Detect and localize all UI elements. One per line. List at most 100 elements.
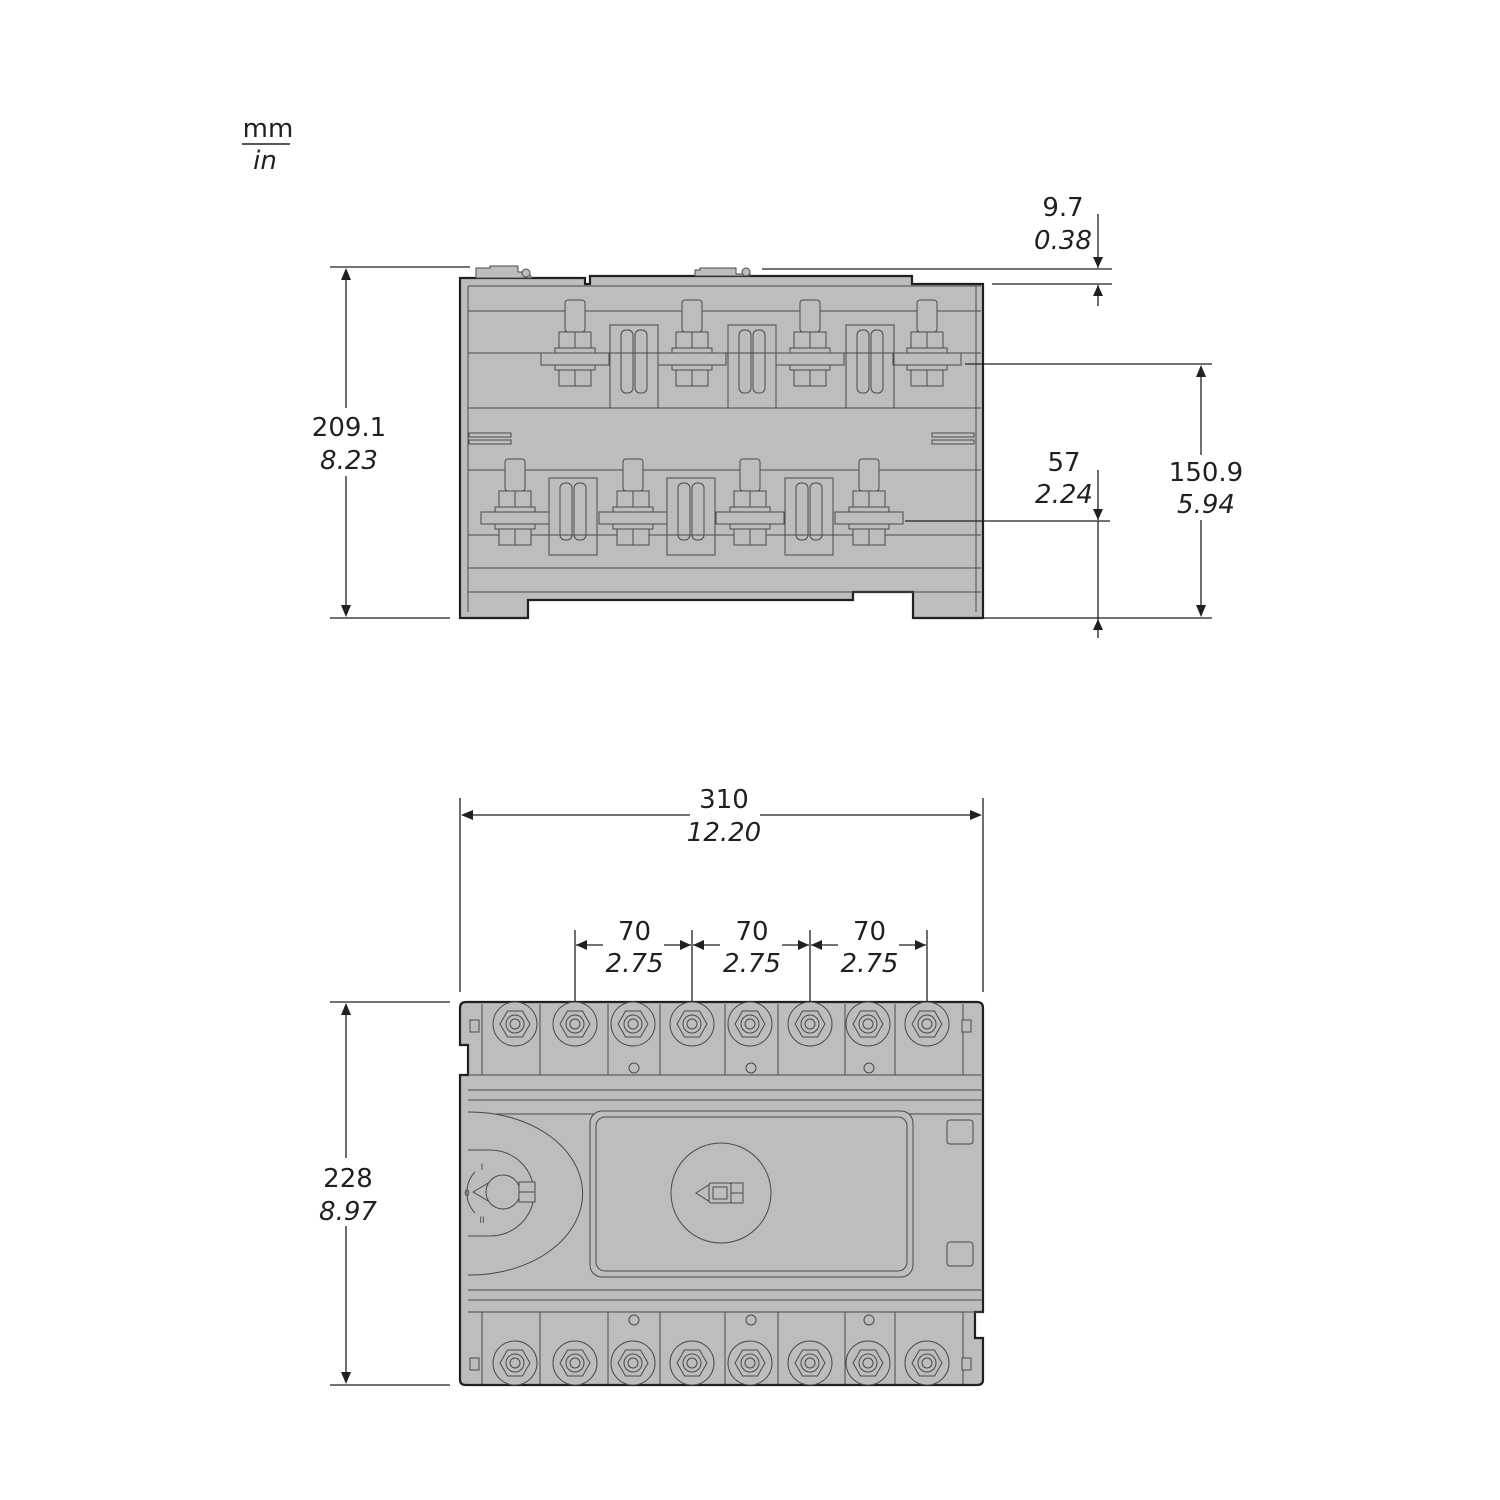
spring-leaf [809, 482, 823, 541]
spring-leaf [573, 482, 587, 541]
screw-center [509, 1018, 521, 1030]
bolt-stud [739, 458, 761, 492]
spring-leaf [691, 482, 705, 541]
side-view [458, 265, 985, 620]
terminal-bolt [480, 458, 550, 546]
screw-center [686, 1357, 698, 1369]
busbar [480, 511, 550, 525]
nut [616, 528, 634, 546]
nut [793, 331, 811, 349]
position-label-II: II [479, 1216, 484, 1226]
dim-value-mm: 209.1 [312, 413, 386, 443]
washer [848, 523, 890, 530]
terminal-screw [904, 1001, 950, 1047]
nut [514, 490, 532, 508]
nut [558, 369, 576, 387]
top-clip-left [475, 265, 533, 279]
screw-center [627, 1357, 639, 1369]
clip-hinge-right [741, 267, 751, 277]
busbar [657, 352, 727, 366]
bolt-stud [799, 299, 821, 333]
front-view-panel-lines [468, 1004, 983, 1384]
nut [926, 331, 944, 349]
washer [906, 347, 948, 354]
spring-leaf [752, 329, 766, 394]
front-view: I 0 II [458, 1000, 985, 1387]
nut [632, 490, 650, 508]
spring-frame [784, 477, 834, 556]
nut [675, 331, 693, 349]
top-clip-right [694, 267, 751, 277]
nut [910, 369, 928, 387]
nut [498, 490, 516, 508]
terminal-screw [610, 1340, 656, 1386]
washer [729, 506, 771, 513]
dim-value-in: 2.75 [606, 949, 664, 979]
dim-value-in: 2.75 [723, 949, 781, 979]
mounting-slot [469, 1019, 480, 1033]
dim-value-in: 8.23 [320, 446, 378, 476]
spring-leaf [634, 329, 648, 394]
nut [926, 369, 944, 387]
dim-value-mm: 228 [323, 1164, 373, 1194]
screw-center [804, 1018, 816, 1030]
washer [612, 523, 654, 530]
handle-knob[interactable] [485, 1174, 521, 1210]
washer [906, 364, 948, 371]
nut [558, 331, 576, 349]
spring-frame [609, 324, 659, 409]
washer [554, 347, 596, 354]
fixing-hole [745, 1314, 757, 1326]
bolt-stud [681, 299, 703, 333]
busbar [834, 511, 904, 525]
washer [554, 364, 596, 371]
unit-in: in [253, 146, 277, 176]
busbar [892, 352, 962, 366]
bolt-stud [622, 458, 644, 492]
mounting-slot [961, 1357, 972, 1371]
dim-arrow [1093, 257, 1103, 296]
nut [868, 490, 886, 508]
terminal-screw [669, 1001, 715, 1047]
spring-frame [727, 324, 777, 409]
terminal-bolt [892, 299, 962, 387]
dim-value-in: 12.20 [687, 818, 761, 848]
terminal-screw [492, 1001, 538, 1047]
washer [789, 364, 831, 371]
screw-center [744, 1357, 756, 1369]
dim-value-mm: 9.7 [1042, 193, 1083, 223]
screw-center [804, 1357, 816, 1369]
shaft-lock [730, 1192, 744, 1204]
terminal-screw [727, 1340, 773, 1386]
dim-lower-terminal-height: 57 2.24 [905, 448, 1110, 638]
dim-value-in: 2.75 [841, 949, 899, 979]
spring-leaf [559, 482, 573, 541]
dim-value-mm: 310 [699, 785, 749, 815]
nut [749, 528, 767, 546]
terminal-screw [727, 1001, 773, 1047]
nut [733, 528, 751, 546]
nut [574, 369, 592, 387]
spring-frame [666, 477, 716, 556]
dim-pitch-2: 702.75 [691, 917, 809, 1002]
terminal-bolt [598, 458, 668, 546]
nut [733, 490, 751, 508]
front-view-terminals [492, 1001, 950, 1386]
nut [514, 528, 532, 546]
contact-spring [784, 477, 834, 556]
nut [910, 331, 928, 349]
aux-contact-slot [946, 1241, 974, 1267]
dim-top-offset: 9.7 0.38 [762, 193, 1112, 306]
terminal-bolt [834, 458, 904, 546]
nut [632, 528, 650, 546]
mounting-slot [961, 1019, 972, 1033]
terminal-bolt [715, 458, 785, 546]
nut [691, 369, 709, 387]
screw-center [744, 1018, 756, 1030]
handle-lock [518, 1181, 536, 1193]
spring-frame [845, 324, 895, 409]
screw-center [569, 1018, 581, 1030]
nut [498, 528, 516, 546]
